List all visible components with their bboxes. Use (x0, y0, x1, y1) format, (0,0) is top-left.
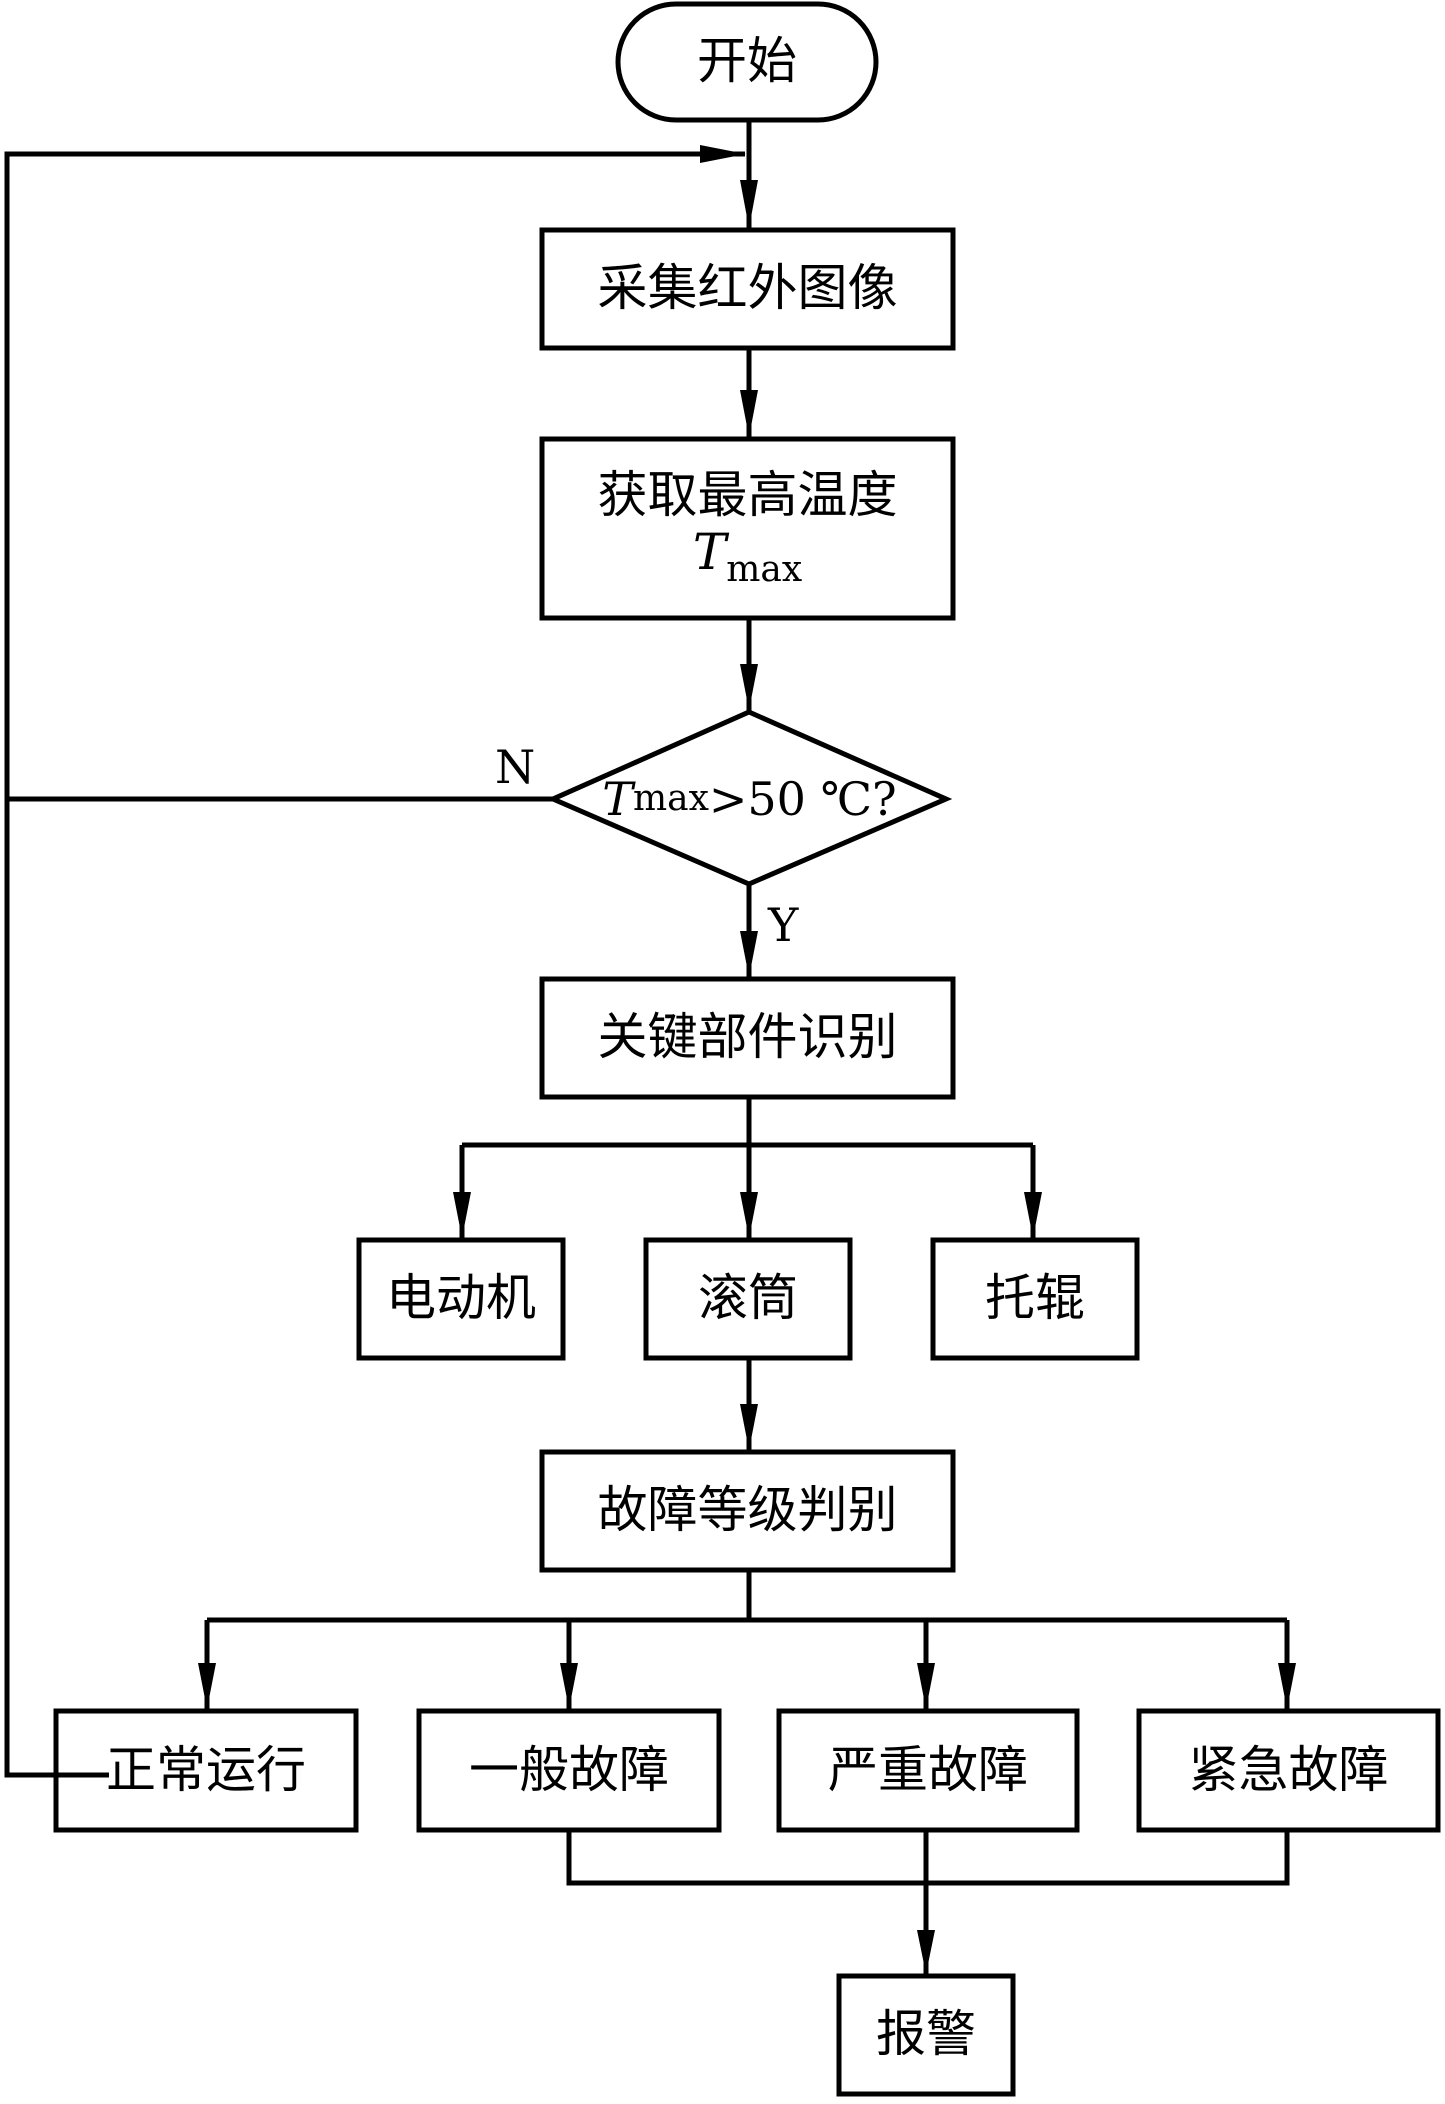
motor-label: 电动机 (386, 1269, 536, 1328)
alarm-label: 报警 (876, 2005, 976, 2064)
arrowhead (740, 180, 758, 228)
decision-subscript: max (632, 778, 709, 820)
arrowhead (917, 1663, 935, 1709)
arrowhead (700, 145, 746, 163)
no-edge-label: N (495, 740, 536, 794)
arrowhead (198, 1663, 216, 1709)
general-fault-label: 一般故障 (469, 1740, 669, 1799)
idler-box (930, 1237, 1140, 1361)
arrowhead (1278, 1663, 1296, 1709)
arrowhead (740, 1192, 758, 1238)
arrowhead (740, 931, 758, 977)
decision-condition: >50 ℃? (708, 771, 897, 826)
arrowhead (740, 1404, 758, 1450)
arrowhead (1024, 1192, 1042, 1238)
tmax-subscript: max (726, 549, 803, 591)
motor-box (356, 1237, 566, 1361)
arrowhead (453, 1192, 471, 1238)
normal-box (53, 1708, 359, 1833)
emergency-fault-label: 紧急故障 (1188, 1740, 1389, 1799)
serious-fault-label: 严重故障 (828, 1740, 1028, 1799)
get-max-temp-text: 获取最高温度 (597, 465, 898, 524)
arrowhead (917, 1930, 935, 1974)
decision-T: T (602, 771, 633, 826)
start-label: 开始 (697, 32, 797, 91)
arrowhead (560, 1663, 578, 1709)
arrowhead (740, 390, 758, 437)
tmax-T: T (692, 523, 727, 582)
normal-label: 正常运行 (106, 1740, 306, 1799)
get-max-temp-label: 获取最高温度 Tmax (542, 439, 953, 618)
tmax-variable: Tmax (692, 523, 803, 591)
yes-edge-label: Y (768, 898, 799, 952)
identify-label: 关键部件识别 (597, 1008, 898, 1067)
idler-label: 托辊 (985, 1269, 1085, 1328)
capture-label: 采集红外图像 (597, 259, 898, 318)
fault-level-label: 故障等级判别 (597, 1481, 898, 1540)
drum-label: 滚筒 (698, 1269, 798, 1328)
alarm-box (836, 1973, 1016, 2097)
arrowhead (740, 664, 758, 710)
